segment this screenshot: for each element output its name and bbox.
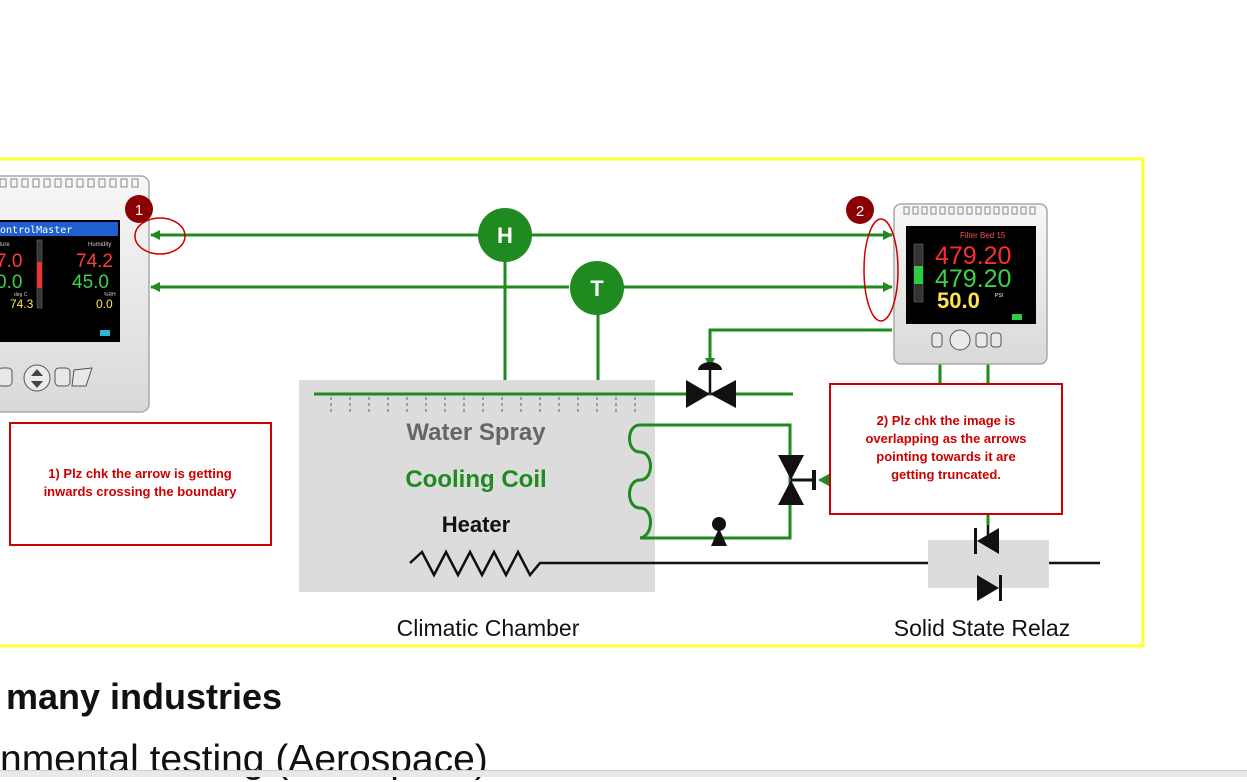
horizontal-scrollbar[interactable] xyxy=(0,770,1247,777)
relay-diode-icon xyxy=(974,528,1002,601)
left-controller-value-3-right: 0.0 xyxy=(96,297,113,311)
signal-lines xyxy=(150,230,990,525)
left-controller-value-2-right: 45.0 xyxy=(72,272,109,293)
cooling-coil xyxy=(628,423,652,540)
right-controller-keypad[interactable] xyxy=(931,329,1002,351)
section-heading: many industries xyxy=(6,676,283,717)
left-controller-down-icon[interactable] xyxy=(31,381,43,388)
left-controller-value-2-left: 0.0 xyxy=(0,272,22,293)
left-controller-keypad[interactable] xyxy=(0,364,93,392)
review-highlight-ellipse-1 xyxy=(134,217,186,255)
diagram-frame xyxy=(0,157,1145,648)
spray-control-line xyxy=(705,328,892,368)
right-controller: Filter Bed 15 479.20 479.20 50.0 PSI xyxy=(893,203,1048,365)
left-controller-vent-slots xyxy=(0,178,139,188)
humidity-sensor-label: H xyxy=(497,223,513,248)
left-controller-label-temperature: ature xyxy=(0,242,10,248)
review-comment-2-line-1: 2) Plz chk the image is xyxy=(877,413,1016,428)
review-comment-2-line-2: overlapping as the arrows xyxy=(865,431,1026,446)
review-comment-1-line-1: 1) Plz chk the arrow is getting xyxy=(48,466,232,481)
climatic-chamber: Water Spray Cooling Coil Heater xyxy=(299,380,1100,592)
review-comment-2[interactable]: 2) Plz chk the image is overlapping as t… xyxy=(829,383,1063,515)
review-comment-1-line-2: inwards crossing the boundary xyxy=(44,484,238,499)
humidity-sensor: H xyxy=(478,208,532,262)
heater-label: Heater xyxy=(442,512,511,537)
left-controller-value-3-left: 74.3 xyxy=(10,297,34,311)
left-controller-label-humidity: Humidity xyxy=(88,242,111,248)
left-controller: ControlMaster ature Humidity 7.0 74.2 0.… xyxy=(0,175,150,413)
right-controller-value-3: 50.0 xyxy=(937,288,980,313)
right-controller-vent-slots xyxy=(903,206,1036,215)
left-controller-up-icon[interactable] xyxy=(31,369,43,376)
spray-valve-icon xyxy=(686,362,736,408)
solid-state-relay-caption: Solid State Relaz xyxy=(894,615,1070,641)
solid-state-relay xyxy=(928,525,1049,601)
left-controller-unit-right: %RH xyxy=(104,292,116,298)
review-marker-1[interactable]: 1 xyxy=(125,195,186,255)
spray-nozzles xyxy=(330,397,636,413)
pump-icon xyxy=(711,517,727,546)
right-controller-unit: PSI xyxy=(995,293,1003,299)
review-comment-1[interactable]: 1) Plz chk the arrow is getting inwards … xyxy=(9,422,272,546)
review-badge-2-label: 2 xyxy=(856,203,864,220)
review-marker-2[interactable]: 2 xyxy=(846,196,899,322)
climatic-chamber-caption: Climatic Chamber xyxy=(397,615,580,641)
temperature-sensor: T xyxy=(570,261,624,315)
review-badge-1-label: 1 xyxy=(135,202,143,219)
right-controller-value-2: 479.20 xyxy=(935,265,1011,293)
left-controller-unit-left: deg C xyxy=(14,292,28,298)
left-controller-value-1-right: 74.2 xyxy=(76,251,113,272)
review-comment-2-line-4: getting truncated. xyxy=(891,467,1001,482)
heater-element xyxy=(409,549,1100,578)
left-controller-value-1-left: 7.0 xyxy=(0,251,22,272)
review-comment-2-line-3: pointing towards it are xyxy=(876,449,1015,464)
temperature-sensor-label: T xyxy=(590,276,604,301)
review-highlight-ellipse-2 xyxy=(863,218,899,322)
water-spray-label: Water Spray xyxy=(406,419,546,446)
left-controller-status-icon xyxy=(100,330,110,336)
right-controller-status-icon xyxy=(1012,314,1022,320)
coil-valve-icon xyxy=(778,455,816,505)
coil-valve-arrow xyxy=(818,474,829,486)
left-controller-title: ControlMaster xyxy=(0,225,72,236)
right-controller-value-1: 479.20 xyxy=(935,242,1011,270)
right-controller-title: Filter Bed 15 xyxy=(960,231,1006,240)
cooling-coil-label: Cooling Coil xyxy=(405,466,546,493)
